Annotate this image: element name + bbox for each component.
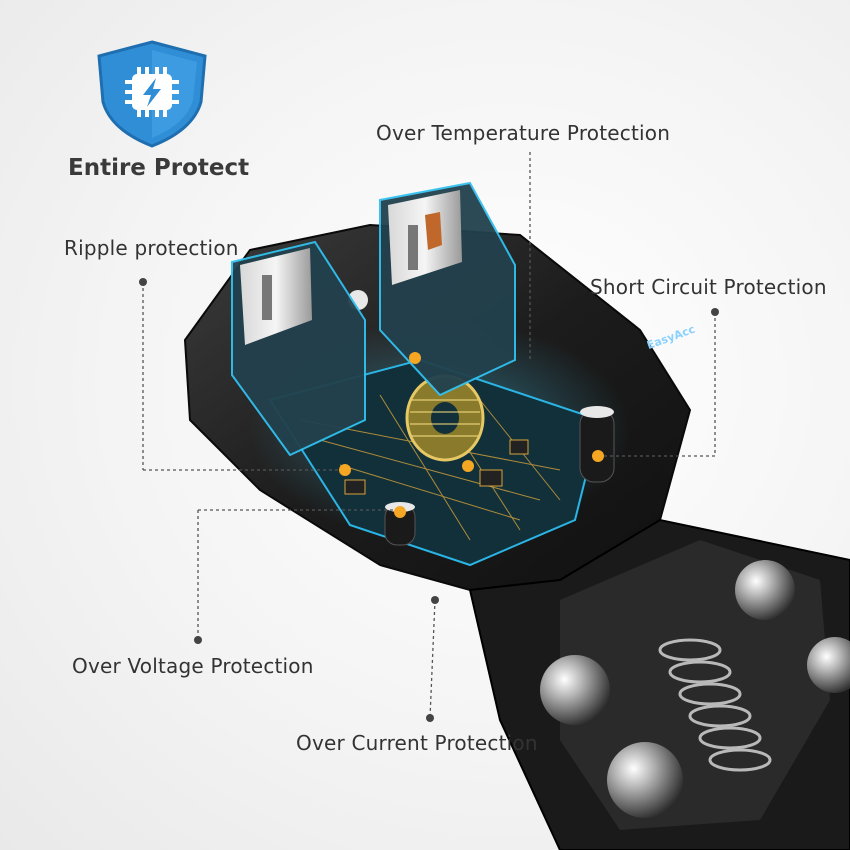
short-circuit-label: Short Circuit Protection: [590, 275, 827, 299]
over-voltage-label: Over Voltage Protection: [72, 654, 314, 678]
board-brand-text: EasyAcc: [645, 323, 697, 352]
shield-bolt-icon: [97, 40, 207, 148]
ripple-protection-label: Ripple protection: [64, 236, 239, 260]
over-temperature-label: Over Temperature Protection: [376, 121, 671, 145]
badge-title: Entire Protect: [68, 155, 250, 181]
protection-markers: [339, 352, 604, 518]
over-current-label: Over Current Protection: [296, 731, 538, 755]
